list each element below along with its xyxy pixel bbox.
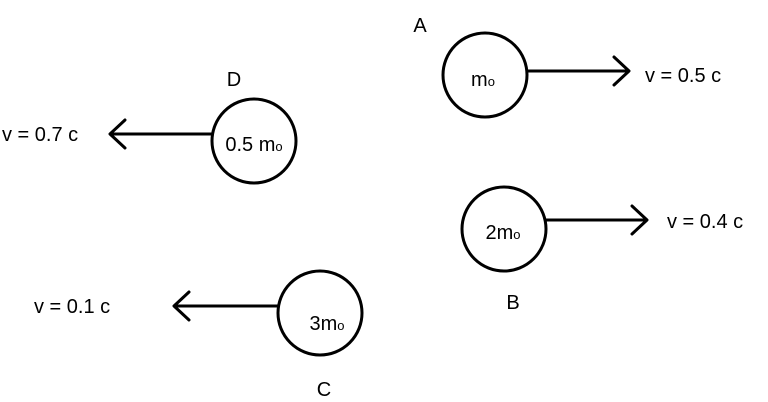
object-a-letter: A — [413, 15, 427, 37]
object-b-mass-coefficient: 2 — [485, 222, 496, 244]
object-d-circle — [210, 97, 298, 185]
object-d-velocity-label: v = 0.7 c — [2, 124, 78, 146]
object-d-velocity-arrowhead — [108, 118, 127, 150]
object-a: A mo v = 0.5 c — [413, 15, 721, 119]
object-b-velocity-arrowhead — [630, 204, 649, 236]
object-d-letter: D — [227, 69, 241, 91]
object-c-circle — [276, 269, 364, 357]
object-d-mass-label: 0.5 mo — [225, 134, 282, 156]
object-b-letter: B — [506, 292, 519, 314]
object-a-mass-symbol: m — [471, 69, 488, 91]
object-d-mass-coefficient: 0.5 — [225, 134, 258, 156]
object-b: 2mo v = 0.4 c B — [460, 185, 743, 314]
object-d: D 0.5 mo v = 0.7 c — [2, 69, 298, 185]
object-d-mass-symbol: m — [259, 134, 276, 156]
object-c-mass-symbol: m — [321, 313, 338, 335]
object-a-mass-label: mo — [471, 69, 495, 91]
object-b-circle — [460, 185, 548, 273]
object-c-letter: C — [317, 379, 331, 401]
object-a-circle — [441, 31, 529, 119]
object-c-velocity-label: v = 0.1 c — [34, 296, 110, 318]
object-c-mass-label: 3mo — [309, 313, 344, 335]
object-b-velocity-label: v = 0.4 c — [667, 211, 743, 233]
object-a-velocity-arrowhead — [612, 55, 631, 87]
object-c-mass-subscript: o — [337, 318, 344, 333]
object-b-mass-label: 2mo — [485, 222, 520, 244]
object-b-mass-subscript: o — [513, 227, 520, 242]
object-a-velocity-label: v = 0.5 c — [645, 65, 721, 87]
object-c-mass-coefficient: 3 — [309, 313, 320, 335]
object-d-mass-subscript: o — [275, 139, 282, 154]
object-a-mass-subscript: o — [488, 74, 495, 89]
object-c-velocity-arrowhead — [172, 290, 191, 322]
object-c: 3mo v = 0.1 c C — [34, 269, 364, 401]
object-b-mass-symbol: m — [497, 222, 514, 244]
